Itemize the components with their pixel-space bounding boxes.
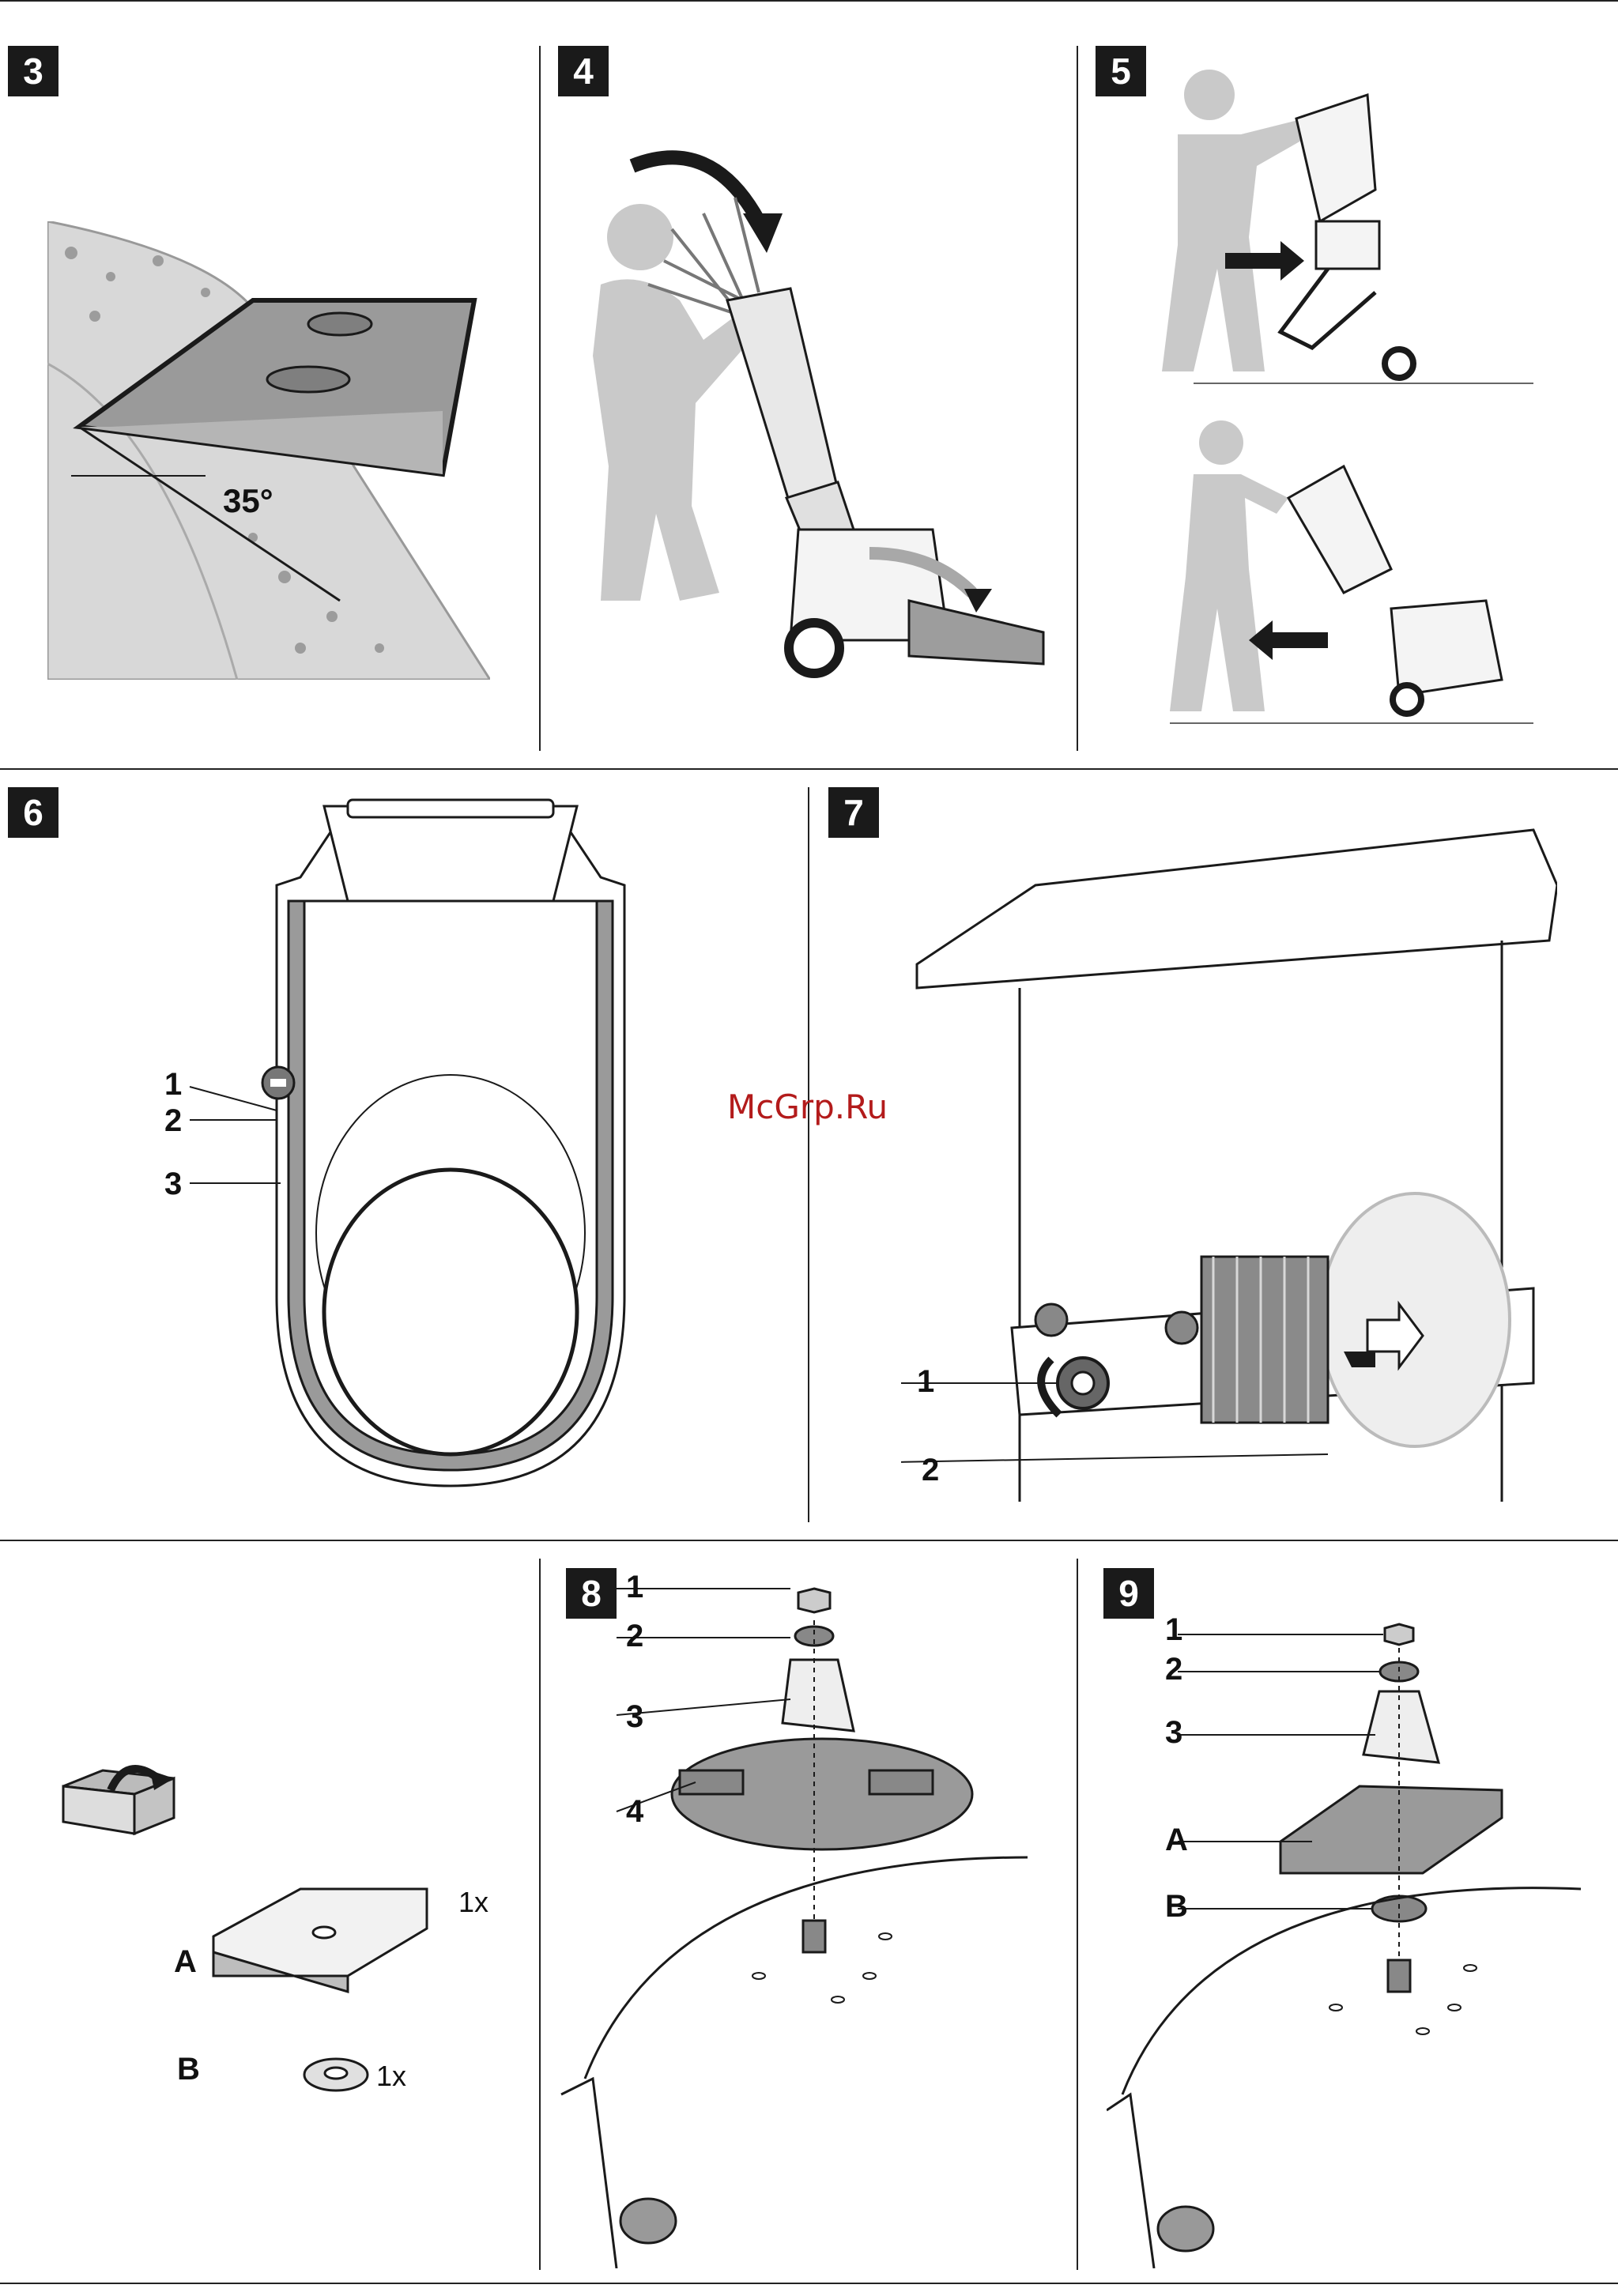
row-divider-1 <box>0 768 1618 770</box>
figure-6-callout-1: 1 <box>164 1067 182 1103</box>
figure-8-callout-1: 1 <box>626 1570 643 1605</box>
col-divider-2 <box>808 787 809 1522</box>
box-contents-icon <box>55 1755 190 1842</box>
part-a-label: A <box>174 1944 197 1980</box>
figure-7-housing-knob-illustration <box>901 814 1557 1525</box>
figure-9-callout-a: A <box>1165 1823 1188 1858</box>
figure-6-number: 6 <box>8 787 58 838</box>
figure-6-callout-2: 2 <box>164 1103 182 1139</box>
figure-9-callout-2: 2 <box>1165 1652 1182 1687</box>
part-b-washer-drawing <box>296 2051 375 2098</box>
part-b-label: B <box>177 2052 200 2087</box>
figure-7-callout-2: 2 <box>922 1453 939 1488</box>
figure-5-transport-illustration <box>1107 55 1549 735</box>
figure-6-callout-3: 3 <box>164 1167 182 1202</box>
col-divider-3b <box>1077 1559 1078 2270</box>
part-a-quantity: 1x <box>458 1886 488 1919</box>
figure-6-hopper-top-view-illustration <box>253 790 664 1517</box>
figure-4-number: 4 <box>558 46 609 96</box>
figure-8-callout-2: 2 <box>626 1619 643 1654</box>
col-divider-1b <box>1077 46 1078 751</box>
top-rule <box>0 0 1618 2</box>
part-b-quantity: 1x <box>376 2060 406 2093</box>
figure-9-callout-1: 1 <box>1165 1612 1182 1648</box>
watermark: McGrp.Ru <box>727 1088 888 1126</box>
figure-7-number: 7 <box>828 787 879 838</box>
figure-9-callout-b: B <box>1165 1889 1188 1925</box>
bottom-rule <box>0 2283 1618 2284</box>
figure-8-callout-4: 4 <box>626 1794 643 1830</box>
figure-3-blade-angle-illustration <box>47 221 490 680</box>
figure-8-blade-disc-assembly-illustration <box>553 1573 1067 2268</box>
part-a-plate-drawing <box>206 1873 443 2000</box>
figure-9-cutter-plate-assembly-illustration <box>1107 1589 1605 2268</box>
figure-7-callout-1: 1 <box>917 1364 934 1400</box>
col-divider-1a <box>539 46 541 751</box>
figure-3-angle-label: 35° <box>223 482 273 520</box>
figure-3-number: 3 <box>8 46 58 96</box>
figure-9-callout-3: 3 <box>1165 1715 1182 1751</box>
figure-8-callout-3: 3 <box>626 1699 643 1735</box>
figure-4-feeding-branches-illustration <box>553 150 1059 688</box>
col-divider-3a <box>539 1559 541 2270</box>
figure-6-leader-lines <box>182 1079 300 1205</box>
row-divider-2 <box>0 1540 1618 1541</box>
